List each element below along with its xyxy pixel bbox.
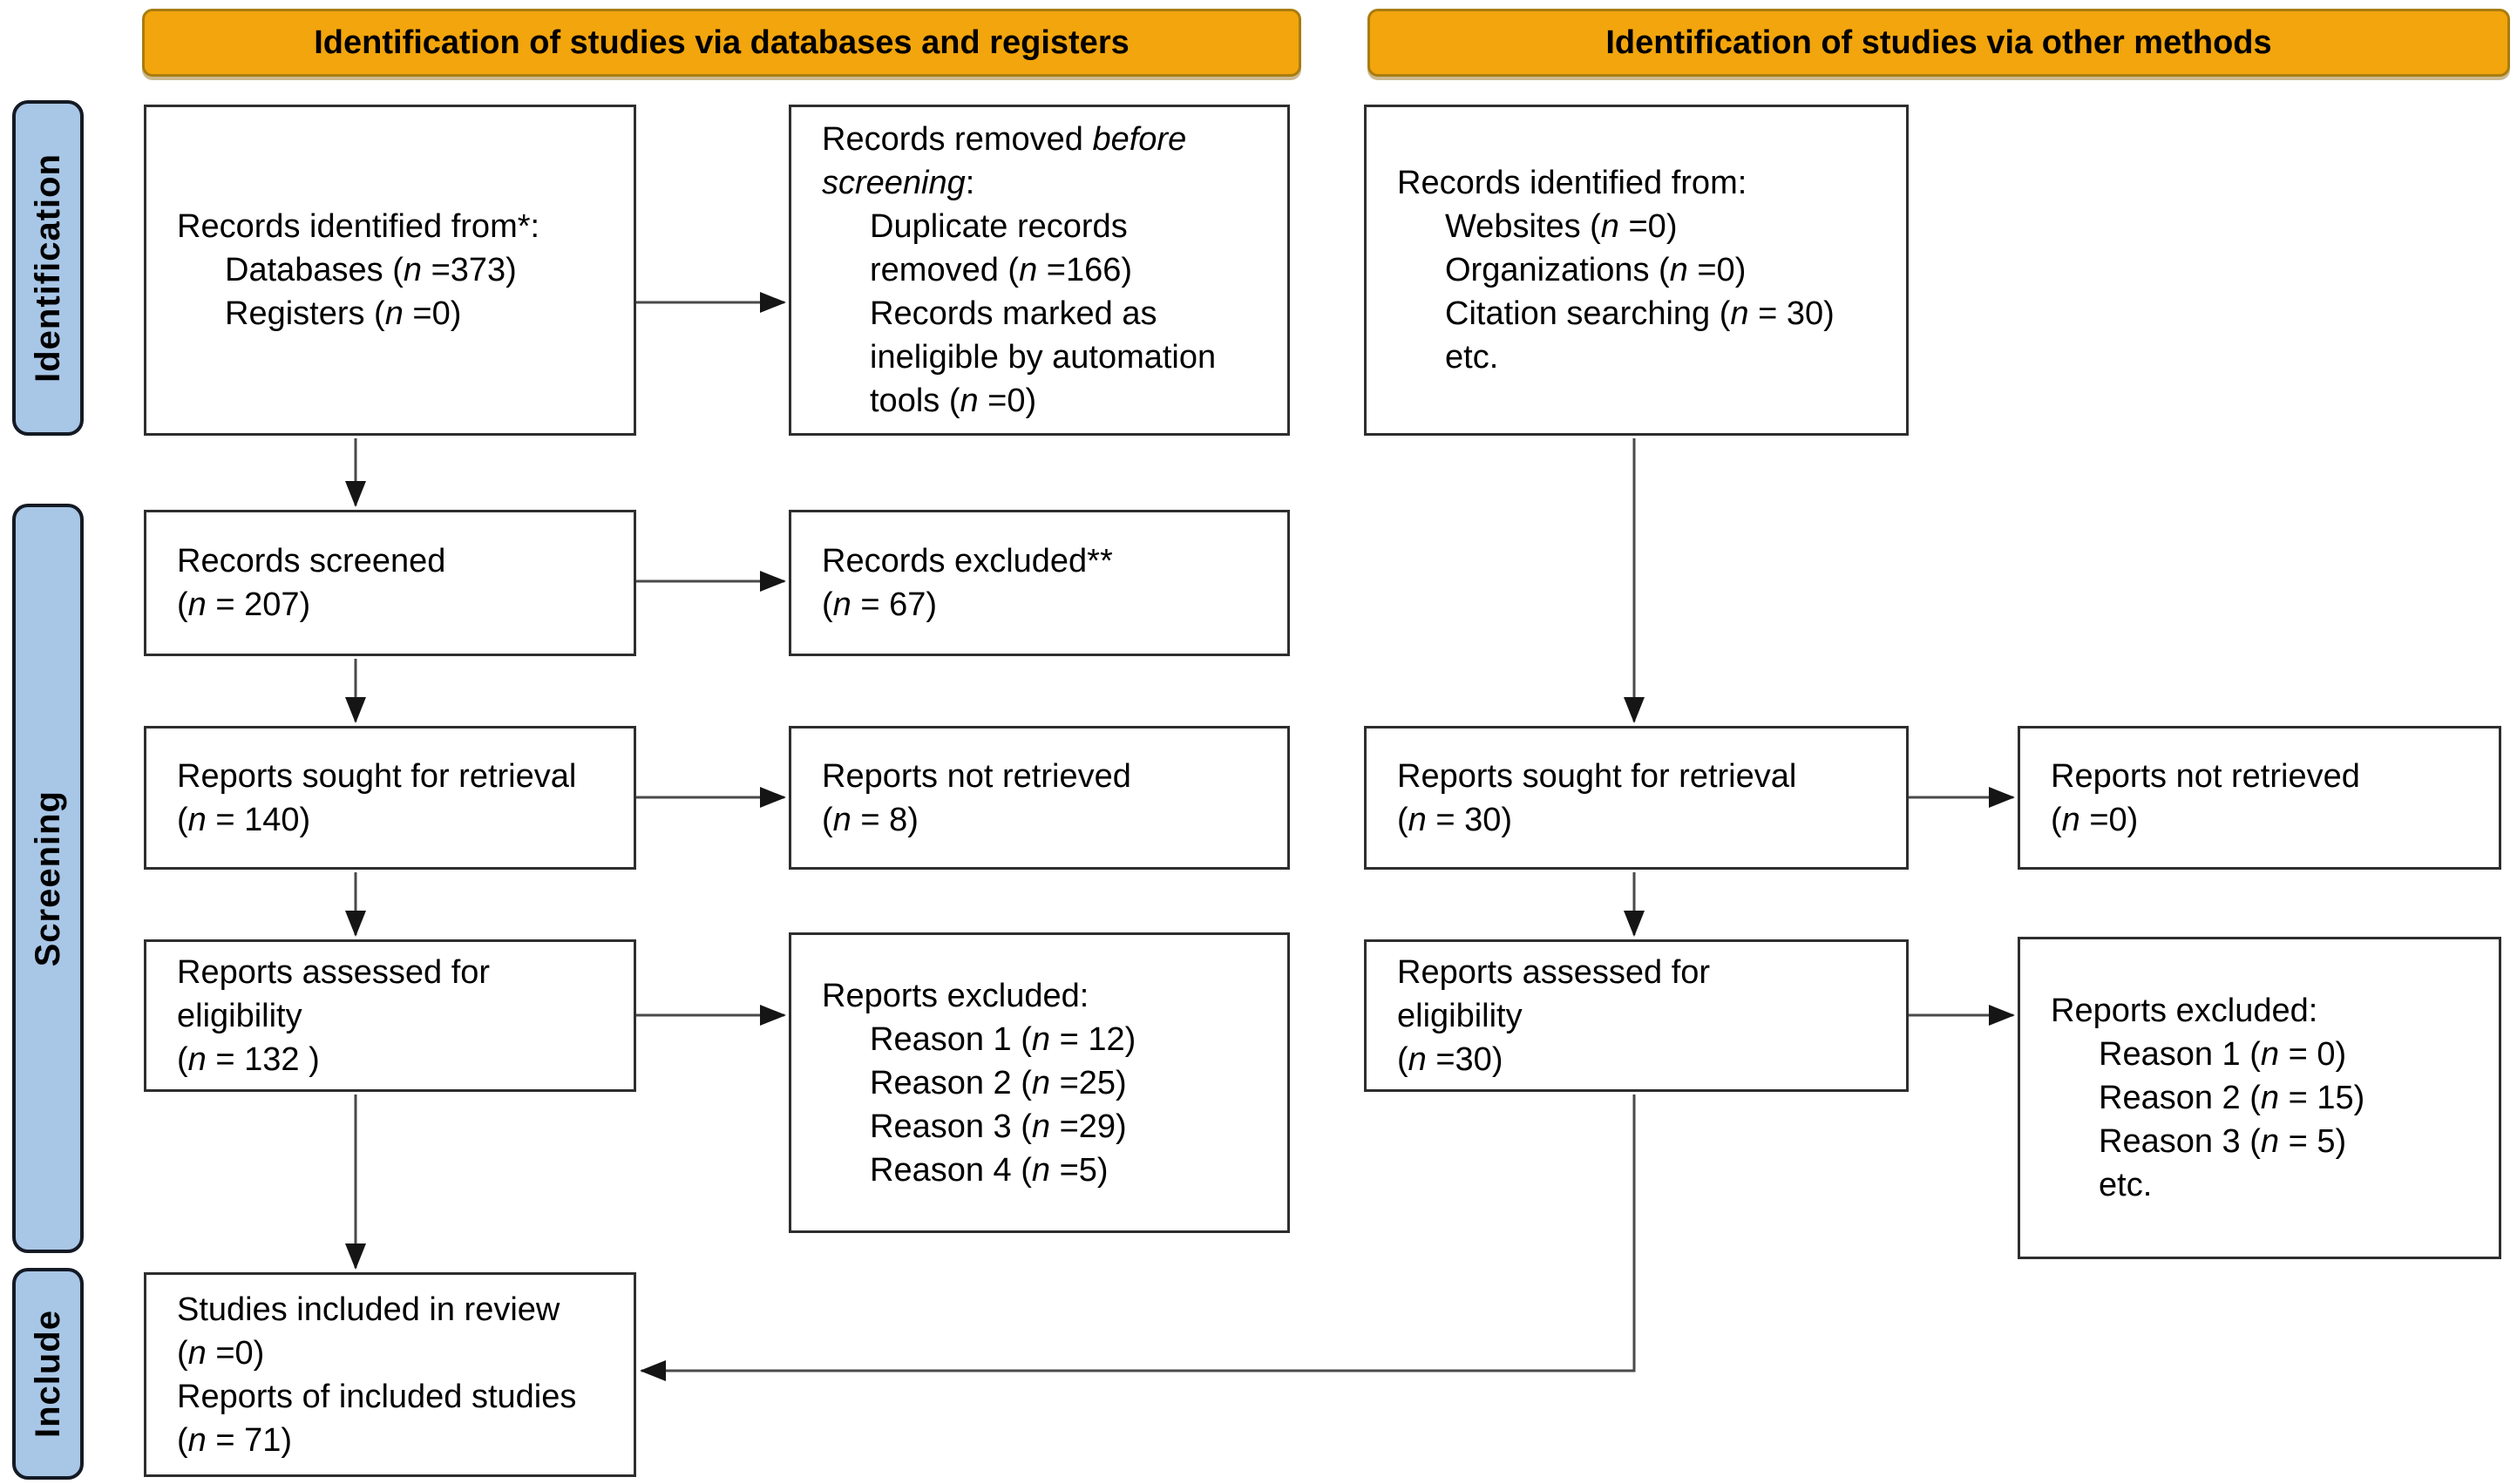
box-text-line: Websites (n =0) <box>1445 208 1678 245</box>
box-text-line: Reports assessed for eligibility <box>1397 953 1711 1034</box>
box-text-line: Reports excluded: <box>2051 993 2318 1029</box>
box-text-line: (n =0) <box>177 1334 265 1372</box>
box-text-line: Reason 3 (n = 5) <box>2099 1123 2347 1160</box>
box-text-line: Reason 2 (n = 15) <box>2099 1080 2365 1116</box>
box-reports-excluded-other: Reports excluded: Reason 1 (n = 0) Reaso… <box>2018 937 2501 1259</box>
box-records-excluded: Records excluded** (n = 67) <box>789 510 1290 656</box>
box-text-line: (n = 67) <box>822 586 938 623</box>
box-text-line: Records marked as ineligible by automati… <box>870 295 1217 419</box>
box-text-line: Records identified from*: <box>177 208 540 245</box>
box-reports-not-retrieved-other: Reports not retrieved (n =0) <box>2018 726 2501 870</box>
box-text-line: Duplicate records removed (n =166) <box>870 208 1133 288</box>
box-text-line: Records screened <box>177 543 446 579</box>
box-text-line: Citation searching (n = 30) <box>1445 295 1835 332</box>
box-studies-included: Studies included in review (n =0) Report… <box>144 1272 636 1477</box>
box-reports-not-retrieved: Reports not retrieved (n = 8) <box>789 726 1290 870</box>
box-text-line: Reports assessed for eligibility <box>177 953 491 1034</box>
stage-text-include: Include <box>28 1309 67 1439</box>
box-text-line: Studies included in review <box>177 1291 560 1328</box>
box-text-line: Databases (n =373) <box>225 252 517 288</box>
box-reports-sought: Reports sought for retrieval (n = 140) <box>144 726 636 870</box>
box-text-line: (n = 207) <box>177 586 311 623</box>
box-records-identified-other: Records identified from: Websites (n =0)… <box>1364 105 1909 436</box>
box-reports-assessed-other: Reports assessed for eligibility (n =30) <box>1364 939 1909 1092</box>
header-databases-registers: Identification of studies via databases … <box>142 9 1301 77</box>
box-records-identified-databases: Records identified from*: Databases (n =… <box>144 105 636 436</box>
box-text-line: Reports sought for retrieval <box>1397 757 1797 795</box>
box-text-line: Registers (n =0) <box>225 295 462 332</box>
box-text-line: (n = 140) <box>177 801 311 838</box>
stage-label-include: Include <box>12 1268 84 1480</box>
header-other-methods: Identification of studies via other meth… <box>1367 9 2510 77</box>
box-text-line: Reports sought for retrieval <box>177 757 577 795</box>
box-records-removed-before-screening: Records removed before screening: Duplic… <box>789 105 1290 436</box>
box-text-line: etc. <box>2099 1167 2153 1203</box>
box-text-line: Reports not retrieved <box>822 757 1131 795</box>
box-text-line: etc. <box>1445 339 1499 376</box>
stage-label-screening: Screening <box>12 504 84 1253</box>
box-text-line: Reports not retrieved <box>2051 757 2360 795</box>
box-text-line: Reason 2 (n =25) <box>870 1064 1127 1101</box>
box-text-line: Reports of included studies <box>177 1378 577 1415</box>
box-text-line: (n =30) <box>1397 1040 1503 1078</box>
box-text-line: (n = 132 ) <box>177 1040 320 1078</box>
box-text-line: Reason 1 (n = 12) <box>870 1020 1136 1058</box>
stage-label-identification: Identification <box>12 100 84 436</box>
box-text-line: (n = 30) <box>1397 801 1513 838</box>
box-text-line: (n =0) <box>2051 801 2139 838</box>
stage-text-identification: Identification <box>28 153 67 383</box>
box-reports-assessed: Reports assessed for eligibility (n = 13… <box>144 939 636 1092</box>
stage-text-screening: Screening <box>28 789 67 967</box>
box-text-line: (n = 8) <box>822 801 919 838</box>
box-text-line: Records identified from: <box>1397 165 1747 201</box>
box-text-line: (n = 71) <box>177 1421 293 1459</box>
box-text-line: Reports excluded: <box>822 977 1089 1014</box>
box-text-line: Records excluded** <box>822 543 1113 579</box>
box-reports-excluded: Reports excluded: Reason 1 (n = 12) Reas… <box>789 932 1290 1233</box>
box-text-line: Reason 1 (n = 0) <box>2099 1036 2347 1073</box>
box-text-line: Organizations (n =0) <box>1445 252 1747 288</box>
box-records-screened: Records screened (n = 207) <box>144 510 636 656</box>
box-reports-sought-other: Reports sought for retrieval (n = 30) <box>1364 726 1909 870</box>
box-text-line: Reason 4 (n =5) <box>870 1151 1109 1189</box>
box-text-line: Records removed before screening: <box>822 121 1187 201</box>
box-text-line: Reason 3 (n =29) <box>870 1108 1127 1145</box>
